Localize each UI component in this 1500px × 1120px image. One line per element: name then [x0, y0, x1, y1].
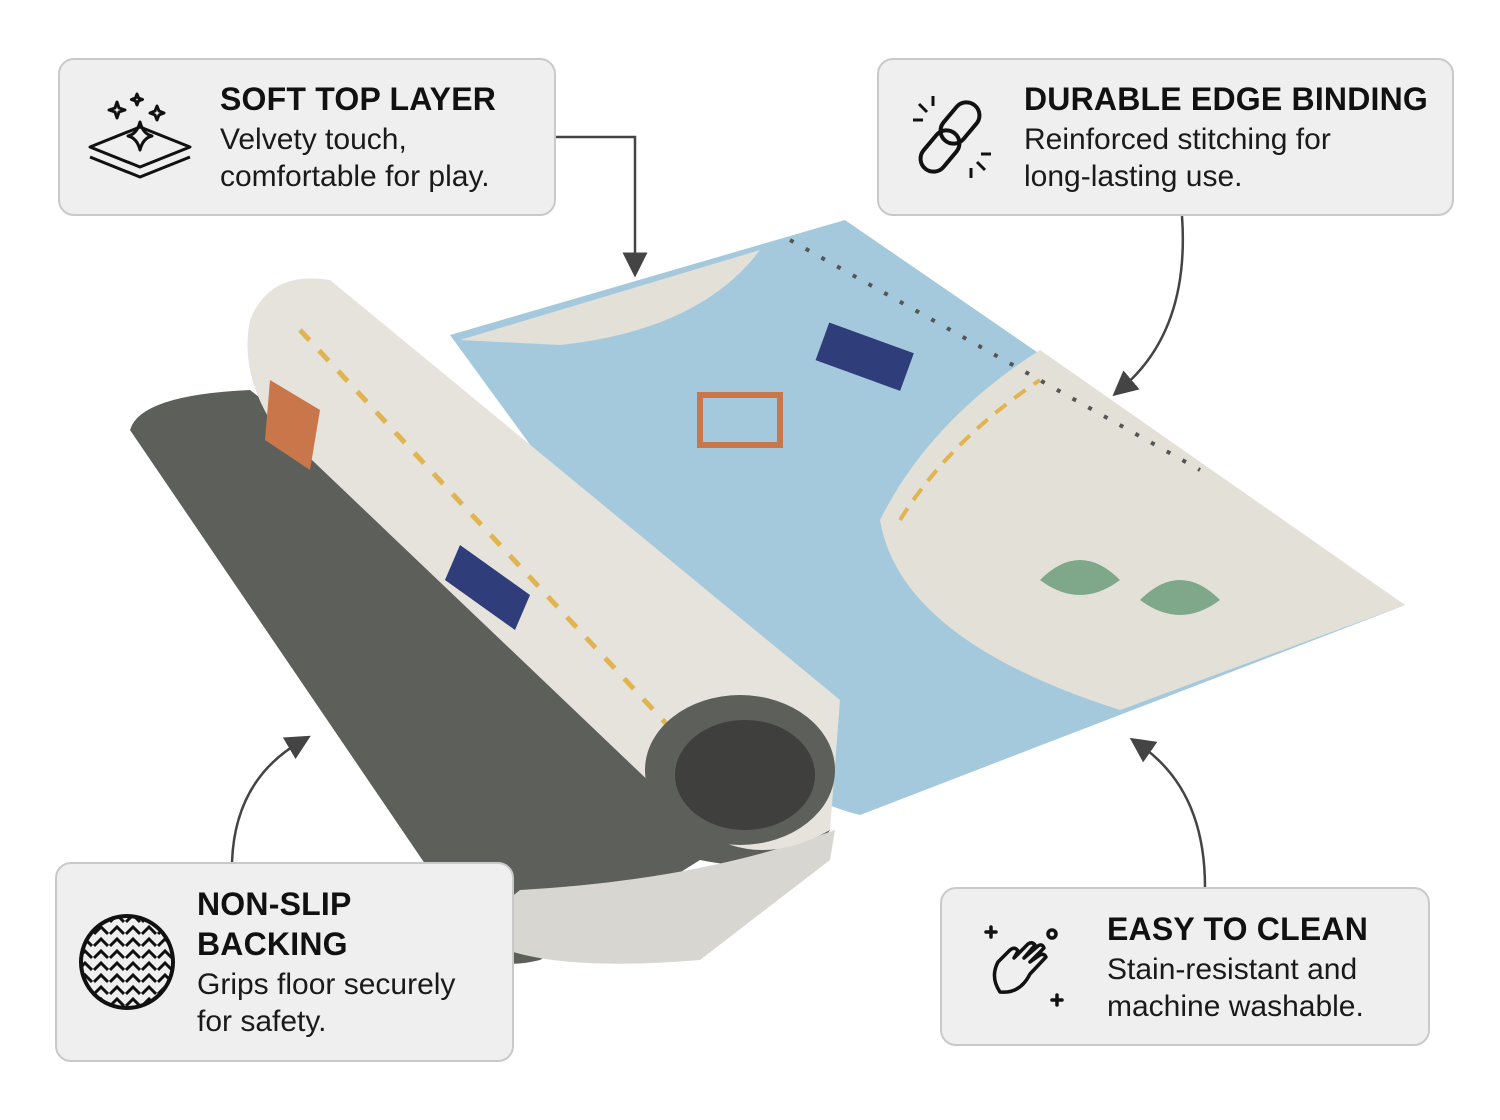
arrow-easy-clean	[1129, 737, 1207, 888]
arrow-edge-binding	[1112, 215, 1185, 397]
feature-desc-line: long-lasting use.	[1024, 160, 1243, 193]
feature-title: NON-SLIP	[197, 886, 352, 922]
feature-desc-line: Velvety touch,	[220, 123, 407, 156]
feature-desc-line: for safety.	[197, 1005, 327, 1038]
feature-desc-line: Grips floor securely	[197, 968, 456, 1001]
washing-hand-icon	[942, 922, 1107, 1012]
feature-desc-line: Reinforced stitching for	[1024, 123, 1331, 156]
arrow-non-slip	[230, 735, 311, 863]
feature-title: SOFT TOP LAYER	[220, 81, 497, 117]
feature-desc-line: machine washable.	[1107, 989, 1364, 1023]
feature-title: BACKING	[197, 926, 348, 962]
rug-backing	[130, 390, 830, 964]
feature-callout-non-slip-backing: NON-SLIP BACKING Grips floor securely for …	[55, 862, 514, 1062]
feature-desc-line: comfortable for play.	[220, 160, 490, 193]
herringbone-grip-icon	[57, 912, 197, 1012]
sparkle-layers-icon	[60, 92, 220, 182]
chain-link-icon	[879, 92, 1024, 182]
feature-desc-line: Stain-resistant and	[1107, 952, 1358, 986]
feature-title: DURABLE EDGE BINDING	[1024, 81, 1429, 117]
feature-callout-durable-edge-binding: DURABLE EDGE BINDING Reinforced stitchin…	[877, 58, 1454, 216]
feature-callout-soft-top-layer: SOFT TOP LAYER Velvety touch, comfortable…	[58, 58, 556, 216]
feature-title: EASY TO CLEAN	[1107, 910, 1369, 947]
arrow-soft-top	[556, 135, 648, 278]
